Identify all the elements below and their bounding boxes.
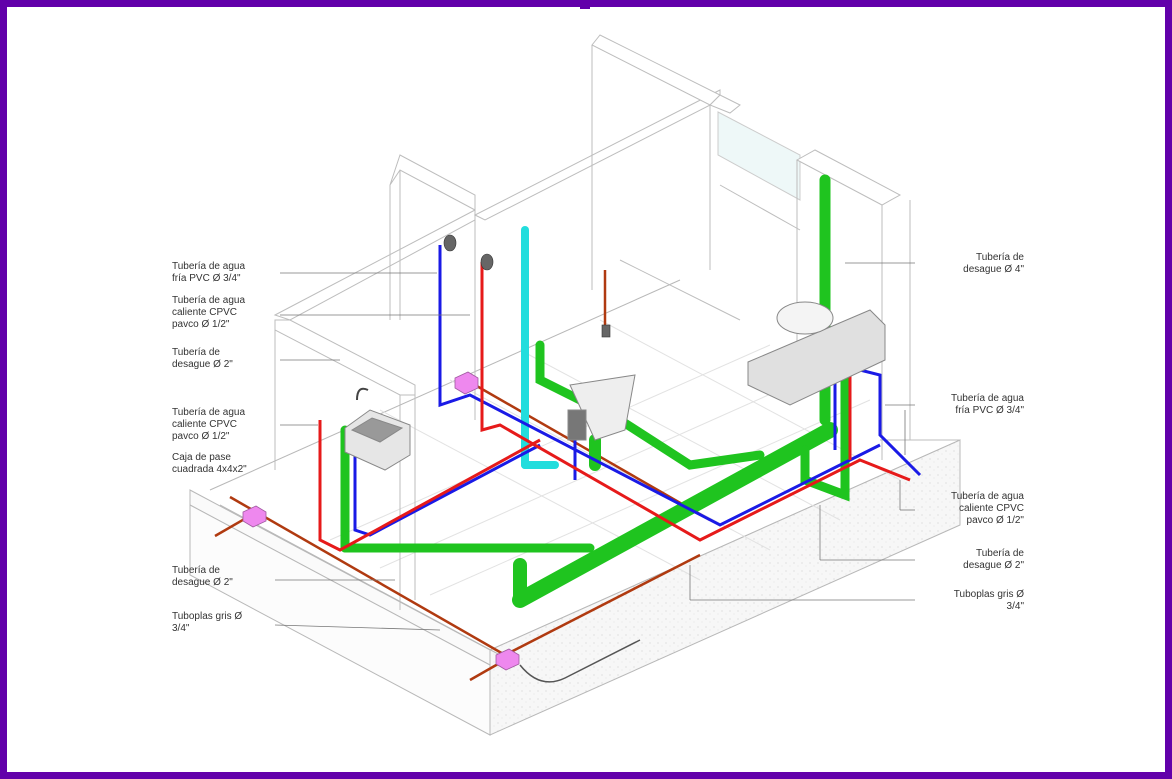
frame-notch xyxy=(580,7,590,9)
label-cold-water-left: Tubería de agua fría PVC Ø 3/4" xyxy=(172,261,246,284)
valve-box-icon xyxy=(601,324,611,338)
label-conduit-left: Tuboplas gris Ø 3/4" xyxy=(172,611,243,634)
drain-main xyxy=(512,422,838,608)
conduit-run xyxy=(519,639,641,683)
drain-pipe xyxy=(615,415,765,470)
kitchen-sink-icon xyxy=(344,387,411,471)
cold-valve-icon xyxy=(443,234,457,252)
walls xyxy=(273,34,960,610)
junction-box-icon xyxy=(242,505,267,528)
label-conduit-right: Tuboplas gris Ø 3/4" xyxy=(953,589,1024,612)
label-drain-2-upper-left: Tubería de desague Ø 2" xyxy=(172,347,233,370)
cold-water-run xyxy=(353,440,541,537)
washbasin-icon xyxy=(747,301,886,406)
fixtures xyxy=(344,301,886,471)
toilet-icon xyxy=(567,374,636,441)
label-hot-water-left: Tubería de agua caliente CPVC pavco Ø 1/… xyxy=(172,295,246,330)
wall-valves xyxy=(443,234,611,338)
cold-water-run xyxy=(859,368,922,477)
hot-valve-icon xyxy=(480,253,494,271)
junction-box-icon xyxy=(495,648,520,671)
label-drain-2-right: Tubería de desague Ø 2" xyxy=(963,548,1024,571)
drain-pipe xyxy=(800,370,850,502)
hot-water-run xyxy=(318,420,541,552)
label-drain-4-right: Tubería de desague Ø 4" xyxy=(963,252,1024,275)
floor-grid xyxy=(329,319,901,596)
label-junction-box-left: Caja de pase cuadrada 4x4x2" xyxy=(172,452,247,475)
junction-box-icon xyxy=(454,371,479,395)
cold-water-run xyxy=(438,245,881,527)
conduit-run xyxy=(504,553,701,657)
label-hot-water-right: Tubería de agua caliente CPVC pavco Ø 1/… xyxy=(950,491,1024,526)
conduit-run xyxy=(229,495,506,657)
leader-lines xyxy=(274,262,915,631)
label-cold-water-right: Tubería de agua fría PVC Ø 3/4" xyxy=(950,393,1024,416)
junction-boxes xyxy=(242,371,520,671)
vent-pipe xyxy=(521,226,559,469)
hot-water-run xyxy=(480,262,911,542)
label-hot-water-sink-left: Tubería de agua caliente CPVC pavco Ø 1/… xyxy=(172,407,246,442)
label-drain-2-lower-left: Tubería de desague Ø 2" xyxy=(172,565,233,588)
